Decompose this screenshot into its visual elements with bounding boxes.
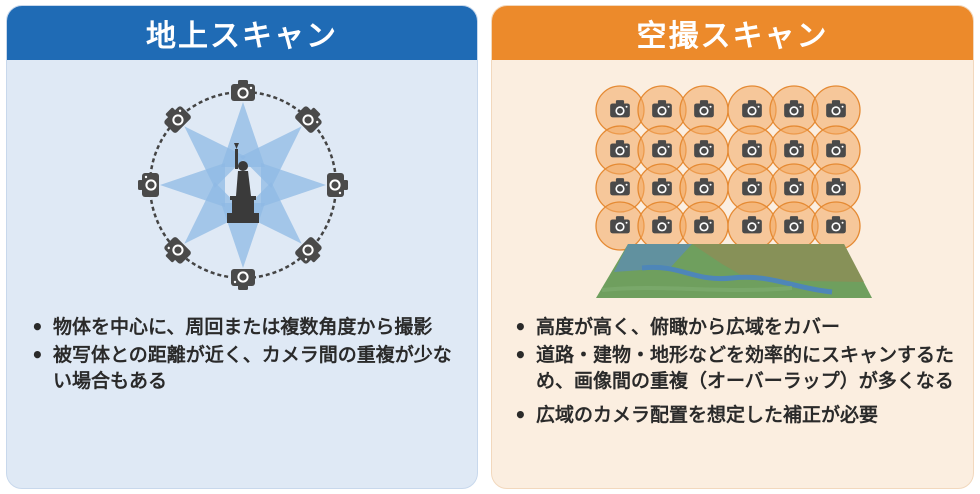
camera-icon [610, 216, 630, 234]
ground-scan-title: 地上スキャン [7, 6, 477, 60]
camera-icon [652, 100, 672, 118]
camera-icon [138, 173, 159, 197]
ground-scan-diagram [7, 68, 477, 304]
camera-icon [826, 178, 846, 196]
camera-icon [231, 80, 255, 101]
camera-icon [742, 178, 762, 196]
camera-icon [231, 269, 255, 290]
camera-icon [784, 140, 804, 158]
ground-bullet-2: 被写体との距離が近く、カメラ間の重複が少ない場合もある [27, 342, 461, 394]
camera-icon [694, 216, 714, 234]
camera-icon [652, 178, 672, 196]
aerial-bullet-3: 広域のカメラ配置を想定した補正が必要 [510, 402, 959, 428]
aerial-scan-panel: 空撮スキャン 高度が高く、俯瞰から広域をカバー 道路・建物・地形などを効率的にス… [491, 5, 974, 489]
aerial-scan-diagram [492, 68, 973, 304]
aerial-bullet-1: 高度が高く、俯瞰から広域をカバー [510, 314, 959, 340]
view-cone [184, 126, 246, 188]
camera-icon [164, 237, 191, 264]
view-cone [184, 182, 246, 244]
view-cone [240, 182, 302, 244]
camera-icon [784, 178, 804, 196]
camera-icon [784, 216, 804, 234]
camera-icon [826, 216, 846, 234]
ground-scan-bullets: 物体を中心に、周回または複数角度から撮影 被写体との距離が近く、カメラ間の重複が… [27, 314, 461, 396]
view-cone [240, 126, 302, 188]
camera-icon [610, 140, 630, 158]
terrain-map-icon [596, 244, 872, 298]
camera-icon [610, 100, 630, 118]
ground-scan-panel: 地上スキャン 物体を中心に、周回または複数角度から撮影 被写体との距離が近く、カ… [6, 5, 478, 489]
camera-icon [826, 140, 846, 158]
statue-icon [227, 143, 259, 223]
ground-bullet-1: 物体を中心に、周回または複数角度から撮影 [27, 314, 461, 340]
camera-icon [742, 100, 762, 118]
aerial-scan-title: 空撮スキャン [492, 6, 973, 60]
aerial-bullet-2: 道路・建物・地形などを効率的にスキャンするため、画像間の重複（オーバーラップ）が… [510, 342, 959, 394]
camera-icon [826, 100, 846, 118]
camera-icon [610, 178, 630, 196]
camera-icon [652, 140, 672, 158]
camera-icon [295, 237, 322, 264]
aerial-scan-bullets: 高度が高く、俯瞰から広域をカバー 道路・建物・地形などを効率的にスキャンするため… [510, 314, 959, 430]
camera-icon [327, 173, 348, 197]
camera-icon [694, 178, 714, 196]
camera-icon [694, 100, 714, 118]
camera-icon [742, 140, 762, 158]
camera-icon [652, 216, 672, 234]
camera-icon [694, 140, 714, 158]
camera-icon [295, 106, 322, 133]
camera-icon [784, 100, 804, 118]
orbit-diagram [138, 80, 348, 290]
overlap-circles [595, 85, 861, 251]
camera-grid-diagram [595, 85, 872, 298]
camera-icon [742, 216, 762, 234]
camera-icon [164, 106, 191, 133]
